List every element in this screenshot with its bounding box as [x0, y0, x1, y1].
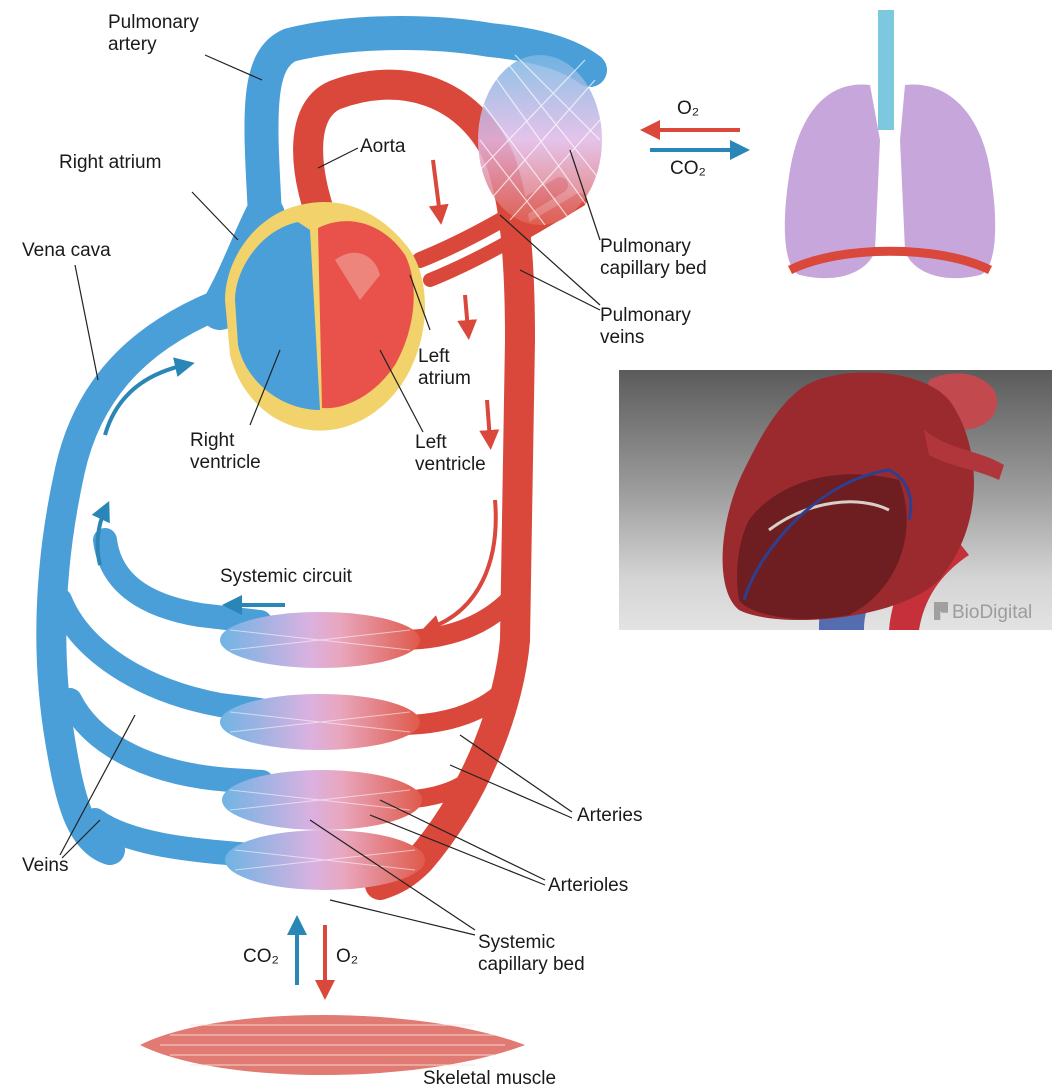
pulmonary-capillary-bed	[478, 55, 602, 225]
systemic-capillary-beds	[220, 612, 425, 890]
label-arterioles: Arterioles	[548, 875, 628, 897]
label-right-atrium: Right atrium	[59, 152, 161, 174]
biodigital-logo-icon	[934, 602, 948, 620]
biodigital-watermark: BioDigital	[934, 602, 1032, 624]
label-skeletal-muscle: Skeletal muscle	[423, 1068, 556, 1090]
label-arteries: Arteries	[577, 805, 642, 827]
lungs-o2-label: O₂	[677, 98, 699, 120]
heart	[225, 202, 425, 431]
heart-3d-inset	[619, 370, 1052, 630]
lungs	[785, 10, 995, 278]
label-systemic-circuit: Systemic circuit	[220, 566, 352, 588]
label-aorta: Aorta	[360, 136, 405, 158]
muscle-o2-label: O₂	[336, 946, 358, 968]
heart-3d-render	[619, 370, 1052, 630]
label-veins: Veins	[22, 855, 68, 877]
lungs-co2-label: CO₂	[670, 158, 706, 180]
muscle-co2-label: CO₂	[243, 946, 279, 968]
skeletal-muscle	[140, 1015, 525, 1075]
label-vena-cava: Vena cava	[22, 240, 111, 262]
